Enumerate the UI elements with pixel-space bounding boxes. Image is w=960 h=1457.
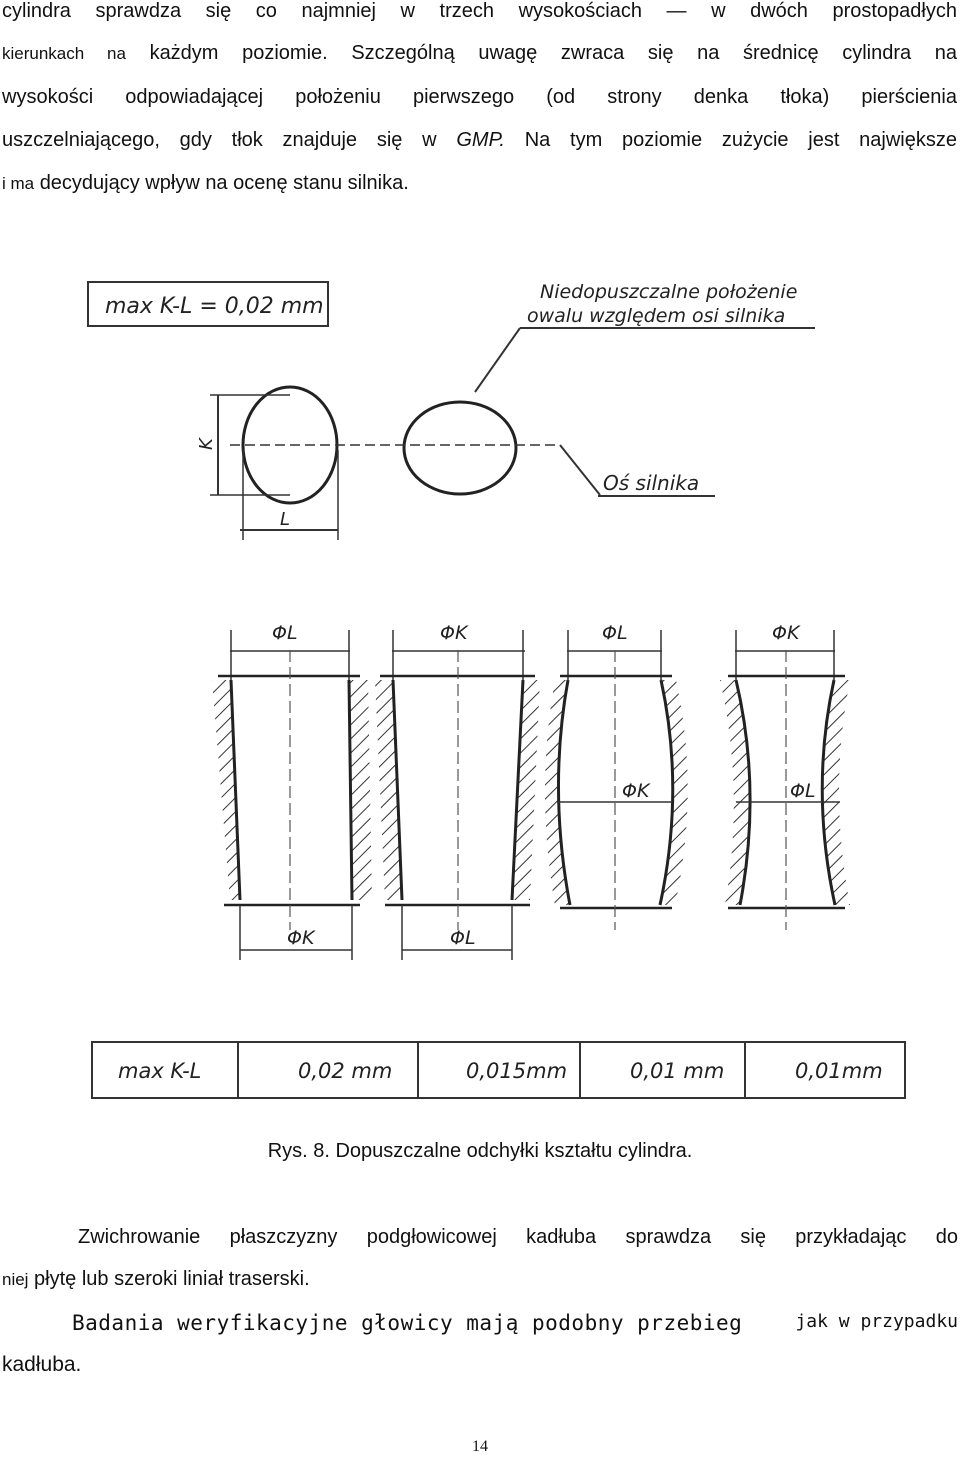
cyl1-bottom-label: ΦK bbox=[287, 927, 316, 949]
cyl4-top-label: ΦK bbox=[772, 622, 801, 644]
text-span: Na tym poziomie zużycie jest największe bbox=[524, 129, 957, 151]
dim-l-label: L bbox=[280, 509, 290, 530]
annotation-line-2: owalu względem osi silnika bbox=[527, 305, 785, 327]
cylinder-4: ΦK ΦL bbox=[720, 622, 850, 930]
cyl2-bottom-label: ΦL bbox=[450, 927, 476, 949]
cylinder-2: ΦK ΦL bbox=[375, 622, 540, 960]
table-header: max K-L bbox=[118, 1059, 201, 1083]
text-span: Badania weryfikacyjne głowicy mają podob… bbox=[72, 1311, 743, 1335]
dim-k-label: K bbox=[196, 437, 217, 450]
text-span: decydujący wpływ na ocenę stanu silnika. bbox=[39, 172, 409, 194]
page-number: 14 bbox=[472, 1438, 488, 1455]
text-span: uszczelniającego, gdy tłok znajduje się … bbox=[2, 129, 437, 151]
cyl2-top-label: ΦK bbox=[440, 622, 469, 644]
text-line-7: niej płytę lub szeroki liniał traserski. bbox=[2, 1268, 310, 1291]
table-cell: 0,02 mm bbox=[298, 1059, 392, 1083]
text-line-2: kierunkach na każdym poziomie. Szczególn… bbox=[2, 42, 957, 65]
cyl1-top-label: ΦL bbox=[272, 622, 298, 644]
text-line-5: i ma decydujący wpływ na ocenę stanu sil… bbox=[2, 172, 409, 195]
tolerance-table: max K-L 0,02 mm 0,015mm 0,01 mm 0,01mm bbox=[91, 1041, 906, 1099]
oval-incorrect bbox=[402, 400, 518, 496]
table-cell: 0,015mm bbox=[466, 1059, 567, 1083]
text-line-3: wysokości odpowiadającej położeniu pierw… bbox=[2, 86, 957, 108]
table-cell: 0,01 mm bbox=[630, 1059, 724, 1083]
text-span: i ma bbox=[2, 174, 35, 193]
top-label-box: max K-L = 0,02 mm bbox=[87, 281, 329, 327]
annotation-leader bbox=[474, 327, 521, 393]
axis-label: Oś silnika bbox=[603, 471, 699, 495]
text-span: niej bbox=[2, 1270, 29, 1289]
cyl3-mid-label: ΦK bbox=[622, 780, 651, 802]
cylinder-1: ΦL ΦK bbox=[212, 622, 372, 960]
text-line-1: cylindra sprawdza się co najmniej w trze… bbox=[2, 0, 957, 22]
table-cell: 0,01mm bbox=[795, 1059, 883, 1083]
figure-caption: Rys. 8. Dopuszczalne odchyłki kształtu c… bbox=[267, 1140, 693, 1162]
text-span: każdym poziomie. Szczególną uwagę zwraca… bbox=[149, 42, 958, 64]
text-span: płytę lub szeroki liniał traserski. bbox=[34, 1268, 310, 1290]
top-label-text: max K-L = 0,02 mm bbox=[105, 294, 324, 319]
text-line-6: Zwichrowanie płaszczyzny podgłowicowej k… bbox=[78, 1226, 958, 1248]
text-line-8: Badania weryfikacyjne głowicy mają podob… bbox=[72, 1311, 958, 1335]
text-span: jak w przypadku bbox=[795, 1311, 958, 1332]
cyl3-top-label: ΦL bbox=[602, 622, 628, 644]
text-line-4: uszczelniającego, gdy tłok znajduje się … bbox=[2, 129, 957, 152]
cylinder-shape-figure: max K-L = 0,02 mm Niedopuszczalne położe… bbox=[87, 281, 906, 1099]
text-span: kierunkach na bbox=[2, 44, 126, 63]
cylinder-3: ΦL ΦK bbox=[545, 622, 688, 930]
text-line-9: kadłuba. bbox=[2, 1353, 82, 1376]
gmp-abbr: GMP. bbox=[456, 129, 505, 151]
cyl4-mid-label: ΦL bbox=[790, 780, 816, 802]
annotation-line-1: Niedopuszczalne położenie bbox=[540, 281, 797, 303]
